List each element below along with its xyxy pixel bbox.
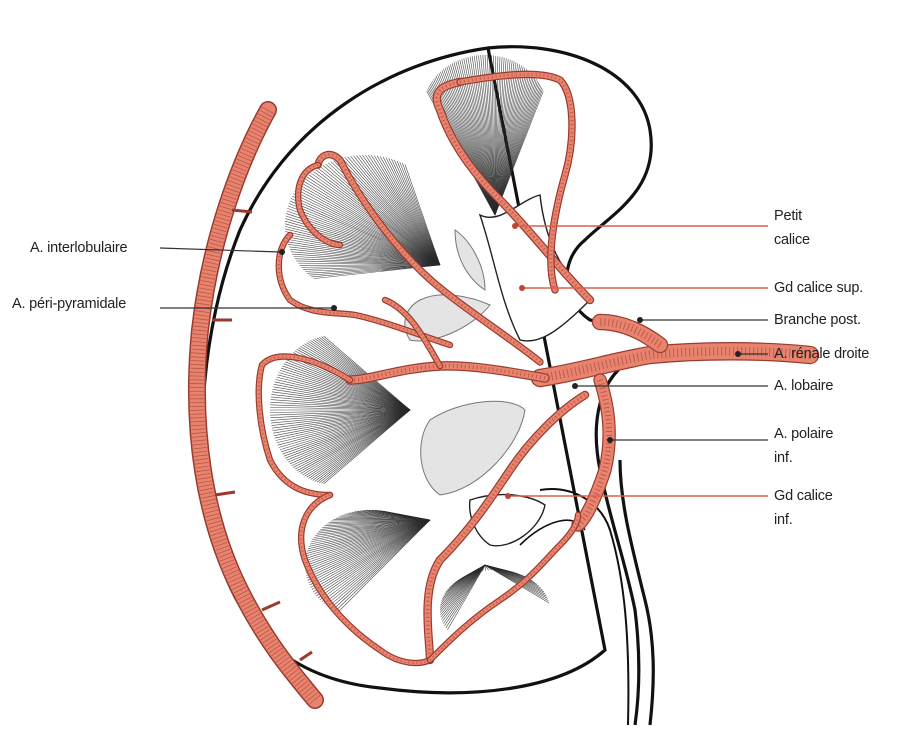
- posterior-branch: [600, 322, 660, 345]
- label-branche-post: Branche post.: [774, 312, 861, 328]
- label-gd-calice-sup: Gd calice sup.: [774, 280, 863, 296]
- label-polaire-inf-line1: A. polaire: [774, 426, 833, 442]
- inferior-polar-artery: [578, 380, 609, 525]
- lobar-artery-mid: [350, 366, 545, 380]
- label-gd-calice-inf-line2: inf.: [774, 512, 793, 528]
- label-interlobulaire: A. interlobulaire: [30, 240, 127, 256]
- label-gd-calice-inf-line1: Gd calice: [774, 488, 833, 504]
- label-polaire-inf-line2: inf.: [774, 450, 793, 466]
- label-peri-pyramidale: A. péri-pyramidale: [12, 296, 126, 312]
- renal-artery-main: [540, 351, 810, 378]
- label-petit-calice-line2: calice: [774, 232, 810, 248]
- label-renale-droite: A. rénale droite: [774, 346, 869, 362]
- label-lobaire: A. lobaire: [774, 378, 833, 394]
- label-petit-calice-line1: Petit: [774, 208, 802, 224]
